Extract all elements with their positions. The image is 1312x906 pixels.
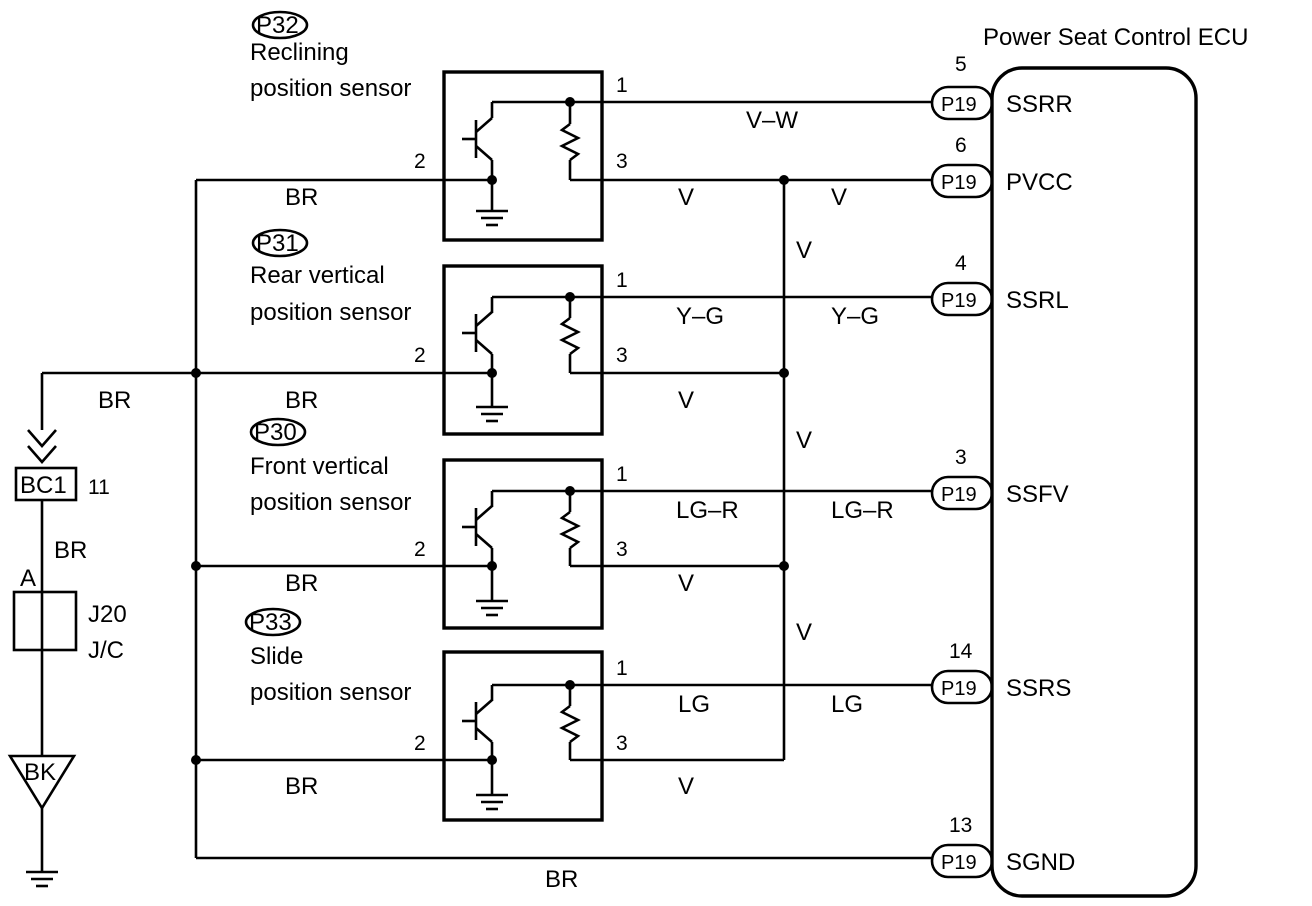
wire-color-signal: Y–G: [676, 303, 724, 330]
sensor-pin2: 2: [414, 732, 426, 755]
sensor-name-line2: position sensor: [250, 75, 411, 102]
sensor-pin3: 3: [616, 538, 628, 561]
ecu-terminal-ssrr: P19 5 SSRR: [930, 53, 1073, 121]
ecu-connector-label: P19: [941, 678, 977, 700]
sensor-slide: P33 Slide position sensor 1 2 3 LG LG V …: [196, 607, 932, 822]
ecu-terminal-name: SGND: [1006, 849, 1075, 876]
wire-color-signal-right: LG: [831, 691, 863, 718]
wire-color-supply: V: [678, 387, 694, 414]
ecu-body: [990, 66, 1198, 898]
ecu-terminal-ssfv: P19 3 SSFV: [930, 446, 1069, 511]
sensor-name-line1: Front vertical: [250, 453, 389, 480]
sensor-pin3: 3: [616, 344, 628, 367]
ecu-pin-number: 6: [955, 134, 967, 157]
ecu-terminal-name: PVCC: [1006, 169, 1073, 196]
wire-color-signal-right: LG–R: [831, 497, 894, 524]
ground-point-triangle: [7, 754, 77, 811]
ecu-title: Power Seat Control ECU: [983, 24, 1248, 51]
ecu-terminal-name: SSRS: [1006, 675, 1071, 702]
wire-color-supply: V: [678, 184, 694, 211]
wire-color-ground-left: BR: [98, 387, 131, 414]
ecu-connector-label: P19: [941, 172, 977, 194]
ecu-pin-number: 3: [955, 446, 967, 469]
sensor-pin2: 2: [414, 538, 426, 561]
ecu-pin-number: 5: [955, 53, 967, 76]
junction-block: [12, 590, 78, 652]
ecu-connector-label: P19: [941, 94, 977, 116]
ecu-pin-number: 14: [949, 640, 973, 663]
ecu-pin-number: 13: [949, 814, 972, 837]
bc1-pin: 11: [88, 476, 110, 499]
sensor-connector: P30: [254, 419, 297, 446]
sensor-connector: P33: [249, 609, 292, 636]
sensor-pin3: 3: [616, 150, 628, 173]
sensor-name-line1: Rear vertical: [250, 262, 385, 289]
ecu-terminal-name: SSRL: [1006, 287, 1069, 314]
sensor-connector: P32: [256, 12, 299, 39]
ecu-connector-label: P19: [941, 852, 977, 874]
sensor-pin2: 2: [414, 150, 426, 173]
ground-path: BC1 11 BR A J20 J/C BK: [7, 373, 127, 888]
wire-color-ground: BR: [285, 773, 318, 800]
ecu-terminal-ssrl: P19 4 SSRL: [930, 252, 1069, 317]
bc1-connector-box: [14, 466, 78, 502]
sensor-front-vertical: P30 Front vertical position sensor 1 2 3…: [196, 417, 932, 630]
wire-color-supply: V: [678, 773, 694, 800]
wire-color-ground: BR: [285, 184, 318, 211]
sensor-name-line2: position sensor: [250, 489, 411, 516]
ground-bus: BR BR: [42, 180, 932, 893]
bc1-connector: BC1: [20, 472, 67, 499]
ecu-terminal-name: SSFV: [1006, 481, 1069, 508]
wire-color-ground: BR: [285, 570, 318, 597]
wire-color-bus: V: [796, 427, 812, 454]
sensor-pin3: 3: [616, 732, 628, 755]
wire-color-signal: LG: [678, 691, 710, 718]
sensor-reclining: P32 Reclining position sensor 1 2 3 V–W …: [196, 10, 932, 242]
sensor-pin2: 2: [414, 344, 426, 367]
connector-chevron-icon: [27, 429, 57, 448]
connector-chevron-icon: [27, 445, 57, 464]
ecu-terminal-sgnd: P19 13 SGND: [930, 814, 1075, 879]
supply-bus: V V V V: [779, 175, 932, 760]
sensor-name-line1: Slide: [250, 643, 303, 670]
wire-color-pvcc: V: [831, 184, 847, 211]
ecu-pin-number: 4: [955, 252, 967, 275]
ecu-terminal-name: SSRR: [1006, 91, 1073, 118]
wire-color-signal: LG–R: [676, 497, 739, 524]
ecu-connector-label: P19: [941, 290, 977, 312]
wire-color-bus: V: [796, 619, 812, 646]
ecu-terminal-pvcc: P19 6 PVCC: [930, 134, 1073, 199]
junction-type: J/C: [88, 637, 124, 664]
junction-terminal: A: [20, 565, 36, 592]
wire-color-supply: V: [678, 570, 694, 597]
sensor-rear-vertical: P31 Rear vertical position sensor 1 2 3 …: [196, 228, 932, 436]
wire-color-ground: BR: [285, 387, 318, 414]
ecu-terminal-ssrs: P19 14 SSRS: [930, 640, 1071, 705]
sensor-name-line2: position sensor: [250, 299, 411, 326]
sensor-name-line2: position sensor: [250, 679, 411, 706]
ground-point-label: BK: [24, 759, 56, 786]
wire-color-ground-bottom: BR: [545, 866, 578, 893]
ecu: Power Seat Control ECU P19 5 SSRR P19 6 …: [930, 24, 1248, 898]
junction-name: J20: [88, 601, 127, 628]
wire-color-bus: V: [796, 237, 812, 264]
wire-color-signal-right: Y–G: [831, 303, 879, 330]
sensor-pin1: 1: [616, 269, 628, 292]
sensor-pin1: 1: [616, 657, 628, 680]
sensor-name-line1: Reclining: [250, 39, 349, 66]
wire-color-signal: V–W: [746, 107, 798, 134]
wire-color-ground-down: BR: [54, 537, 87, 564]
sensor-pin1: 1: [616, 463, 628, 486]
sensor-connector: P31: [256, 230, 299, 257]
sensor-pin1: 1: [616, 74, 628, 97]
ecu-connector-label: P19: [941, 484, 977, 506]
